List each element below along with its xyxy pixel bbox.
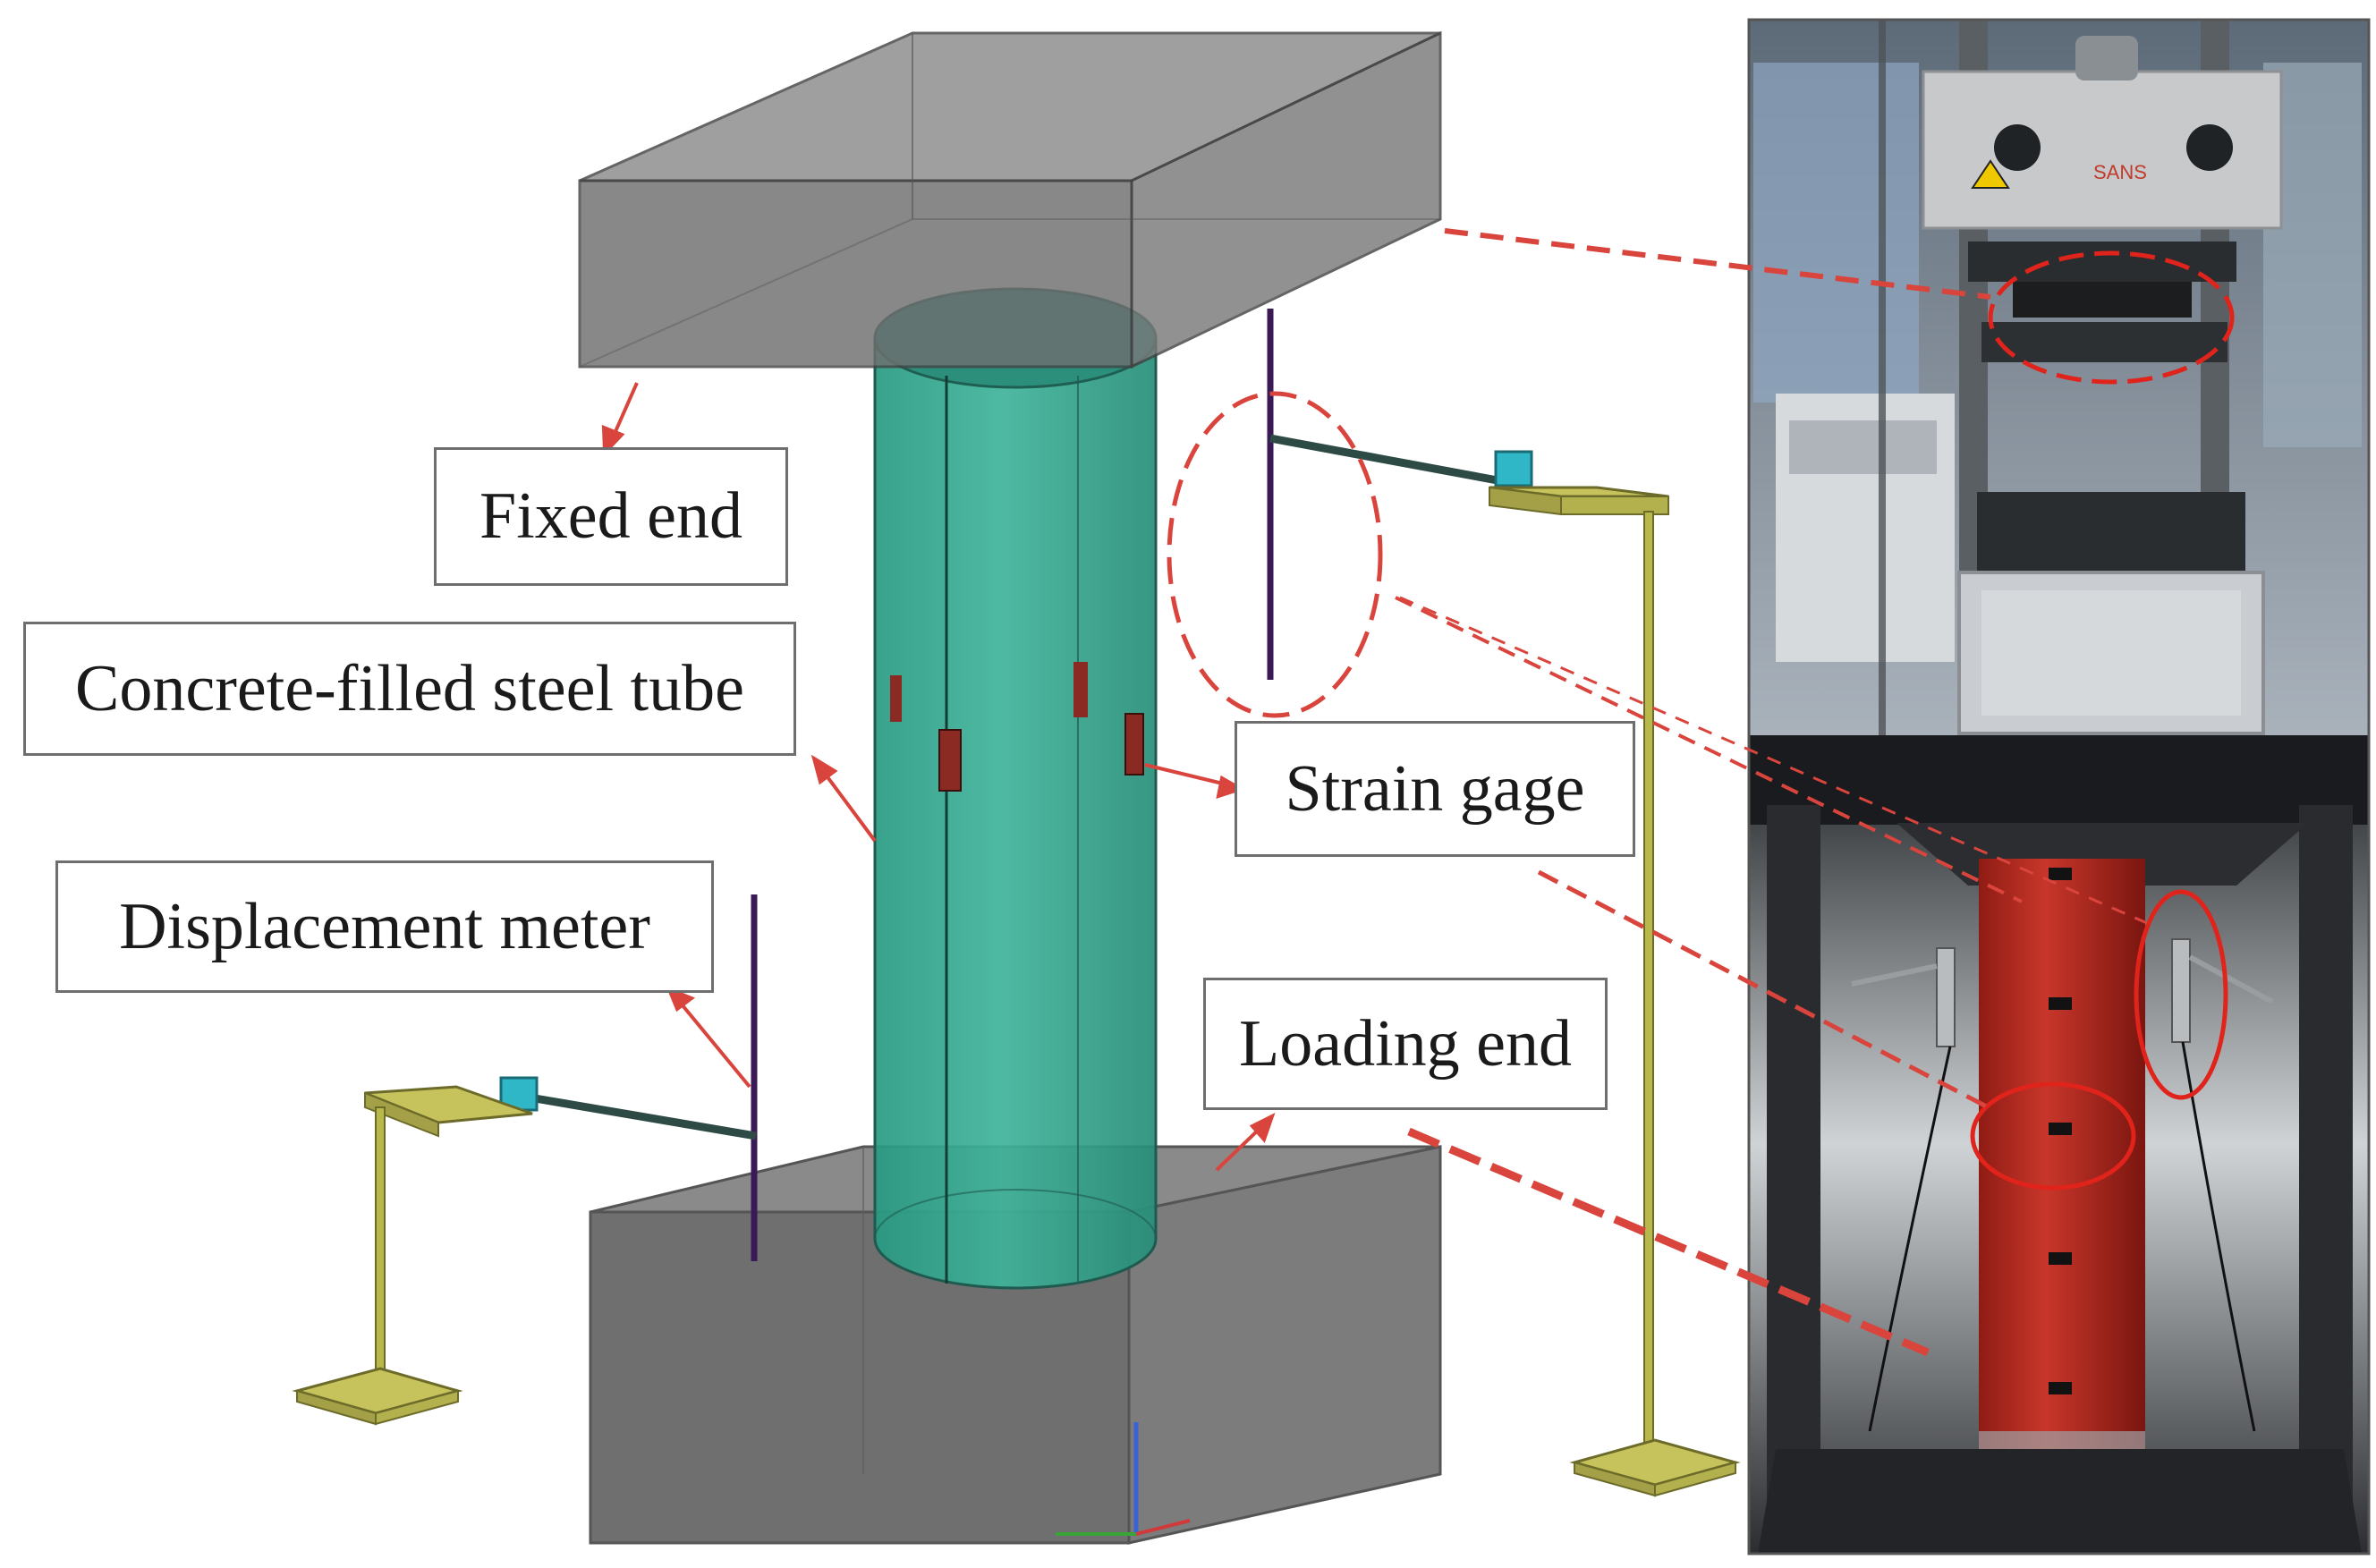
right-displacement-meter: [1267, 309, 1741, 1497]
crosshead-highlight-ellipse: [1988, 250, 2235, 385]
strain-gage-mark: [1073, 662, 1088, 717]
fixed-end-block: [578, 30, 1442, 369]
gage-highlight-circle: [1970, 1081, 2136, 1191]
strain-gage-label: Strain gage: [1235, 721, 1635, 857]
strain-gage-mark: [938, 729, 962, 792]
strain-gages: [890, 662, 1144, 792]
strain-gage-highlight-ellipse: [1167, 391, 1383, 718]
callout-arrows: [601, 382, 1276, 1172]
loading-end-block: [589, 1145, 1442, 1545]
concrete-filled-steel-tube-label: Concrete-filled steel tube: [23, 622, 796, 756]
strain-gage-mark: [890, 675, 902, 722]
photo-frame: [1747, 18, 2371, 1555]
fixed-end-label: Fixed end: [434, 447, 788, 586]
axis-triad-icon: [1056, 1422, 1191, 1536]
meter-highlight-circle: [2134, 889, 2228, 1100]
machine-logo-text: SANS: [2093, 161, 2147, 183]
strain-gage-mark: [1124, 713, 1144, 776]
loading-end-label: Loading end: [1203, 978, 1608, 1110]
photo-specimen: [1749, 735, 2369, 1554]
displacement-meter-label: Displacement meter: [55, 860, 714, 993]
left-displacement-meter: [292, 894, 758, 1426]
dashed-leader-lines: [1395, 228, 2148, 1357]
concrete-filled-steel-tube: [873, 287, 1158, 1290]
